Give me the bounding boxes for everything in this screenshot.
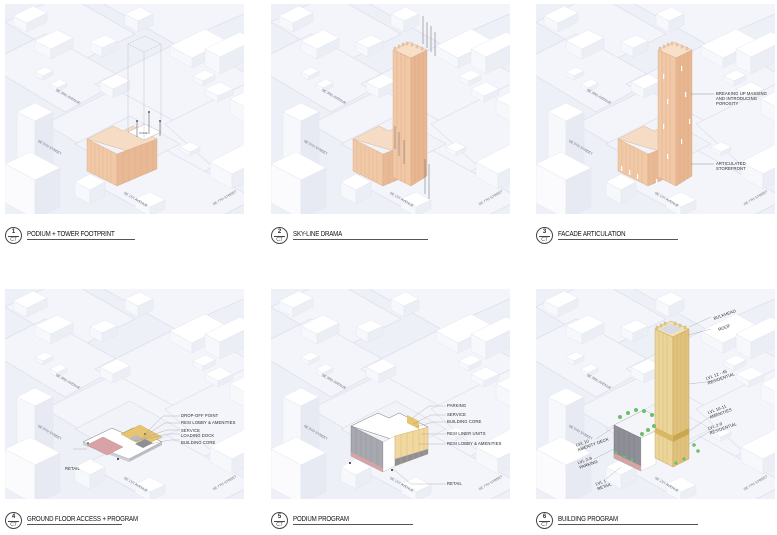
title-underline xyxy=(558,239,678,240)
sheet-reference: C7 xyxy=(274,521,285,529)
panel-sky-line-drama: SE 3RD AVENUE SE 1ST AVENUE SE 7TH STREE… xyxy=(266,0,510,250)
diagram-graphic xyxy=(271,4,510,214)
drawing-title: BUILDING PROGRAM xyxy=(558,514,618,523)
panel-facade-articulation: BREAKING UP MASSING AND INTRODUCING PORO… xyxy=(531,0,775,250)
diagram-graphic xyxy=(271,289,510,499)
drawing-number: 3 xyxy=(542,229,547,235)
drawing-title: SKY-LINE DRAMA xyxy=(293,229,343,238)
panel-building-program: BULKHEAD ROOF LVL 12 - 45 RESIDENTIAL LV… xyxy=(531,285,775,535)
sheet-reference: C7 xyxy=(8,521,19,529)
axonometric-diagram: SE 3RD AVENUE SE 1ST AVENUE SE 7TH STREE… xyxy=(271,4,510,214)
drawing-number-marker: 3 C7 xyxy=(536,227,553,244)
callout-resi-lobby-amenities: RESI LOBBY & AMENITIES xyxy=(181,420,236,425)
svg-text:CORE: CORE xyxy=(139,131,148,135)
title-underline xyxy=(293,524,413,525)
drawing-number-marker: 6 C7 xyxy=(536,512,553,529)
callout-drop-off-point: DROP-OFF POINT xyxy=(181,413,219,418)
axonometric-diagram: DROP-OFF POINT RESI LOBBY & AMENITIES SE… xyxy=(5,289,244,499)
title-underline xyxy=(27,239,135,240)
diagram-graphic: CORE xyxy=(5,4,244,214)
drawing-number-marker: 1 C7 xyxy=(5,227,22,244)
panel-podium-program: PARKING SERVICE BUILDING CORE RESI LINER… xyxy=(266,285,510,535)
sheet-reference: C7 xyxy=(539,236,550,244)
title-underline xyxy=(27,524,122,525)
drawing-number-marker: 4 C7 xyxy=(5,512,22,529)
drawing-title: PODIUM + TOWER FOOTPRINT xyxy=(27,229,115,238)
sheet-reference: C7 xyxy=(539,521,550,529)
callout-service: SERVICE xyxy=(181,428,201,433)
callout-loading-dock: LOADING DOCK xyxy=(181,433,215,438)
callout-line: BREAKING UP MASSING xyxy=(716,91,767,96)
callout-articulated-storefront: ARTICULATED STOREFRONT xyxy=(716,161,746,171)
drawing-caption: 6 C7 BUILDING PROGRAM xyxy=(536,511,775,533)
drawing-caption: 1 C7 PODIUM + TOWER FOOTPRINT xyxy=(5,226,244,248)
drawing-caption: 4 C7 GROUND FLOOR ACCESS + PROGRAM xyxy=(5,511,244,533)
drawing-caption: 2 C7 SKY-LINE DRAMA xyxy=(271,226,510,248)
drawing-title: FACADE ARTICULATION xyxy=(558,229,626,238)
drawing-title: GROUND FLOOR ACCESS + PROGRAM xyxy=(27,514,138,523)
callout-resi-liner-units: RESI LINER UNITS xyxy=(447,431,486,436)
drawing-number: 5 xyxy=(277,514,282,520)
axonometric-diagram: CORE SE 3RD AVENUE SE 1ST AVENUE SE 7TH … xyxy=(5,4,244,214)
drawing-number: 2 xyxy=(277,229,282,235)
callout-line: POROSITY xyxy=(716,101,739,106)
callout-line: ARTICULATED xyxy=(716,161,746,166)
callout-building-core: BUILDING CORE xyxy=(181,440,216,445)
panel-ground-floor-access-program: DROP-OFF POINT RESI LOBBY & AMENITIES SE… xyxy=(0,285,244,535)
callout-service: SERVICE xyxy=(447,412,467,417)
callout-building-core: BUILDING CORE xyxy=(447,419,482,424)
diagram-graphic xyxy=(536,4,775,214)
drawing-number: 6 xyxy=(542,514,547,520)
sheet-reference: C7 xyxy=(274,236,285,244)
title-underline xyxy=(558,524,698,525)
callout-resi-lobby-amenities: RESI LOBBY & AMENITIES xyxy=(447,441,502,446)
drawing-caption: 3 C7 FACADE ARTICULATION xyxy=(536,226,775,248)
drawing-number: 4 xyxy=(11,514,16,520)
diagram-graphic xyxy=(5,289,244,499)
callout-line: STOREFRONT xyxy=(716,166,746,171)
drawing-title: PODIUM PROGRAM xyxy=(293,514,349,523)
drawing-number-marker: 2 C7 xyxy=(271,227,288,244)
callout-line: AND INTRODUCING xyxy=(716,96,758,101)
drawing-number-marker: 5 C7 xyxy=(271,512,288,529)
callout-retail: RETAIL xyxy=(447,481,462,486)
callout-retail: RETAIL xyxy=(65,466,80,471)
title-underline xyxy=(293,239,428,240)
callout-parking: PARKING xyxy=(447,403,467,408)
axonometric-diagram: PARKING SERVICE BUILDING CORE RESI LINER… xyxy=(271,289,510,499)
axonometric-diagram: BREAKING UP MASSING AND INTRODUCING PORO… xyxy=(536,4,775,214)
sheet-reference: C7 xyxy=(8,236,19,244)
axonometric-diagram: BULKHEAD ROOF LVL 12 - 45 RESIDENTIAL LV… xyxy=(536,289,775,499)
diagram-graphic xyxy=(536,289,775,499)
drawing-number: 1 xyxy=(11,229,16,235)
callout-breaking-up-massing: BREAKING UP MASSING AND INTRODUCING PORO… xyxy=(716,91,767,106)
drawing-caption: 5 C7 PODIUM PROGRAM xyxy=(271,511,510,533)
panel-podium-tower-footprint: CORE SE 3RD AVENUE SE 1ST AVENUE SE 7TH … xyxy=(0,0,244,250)
